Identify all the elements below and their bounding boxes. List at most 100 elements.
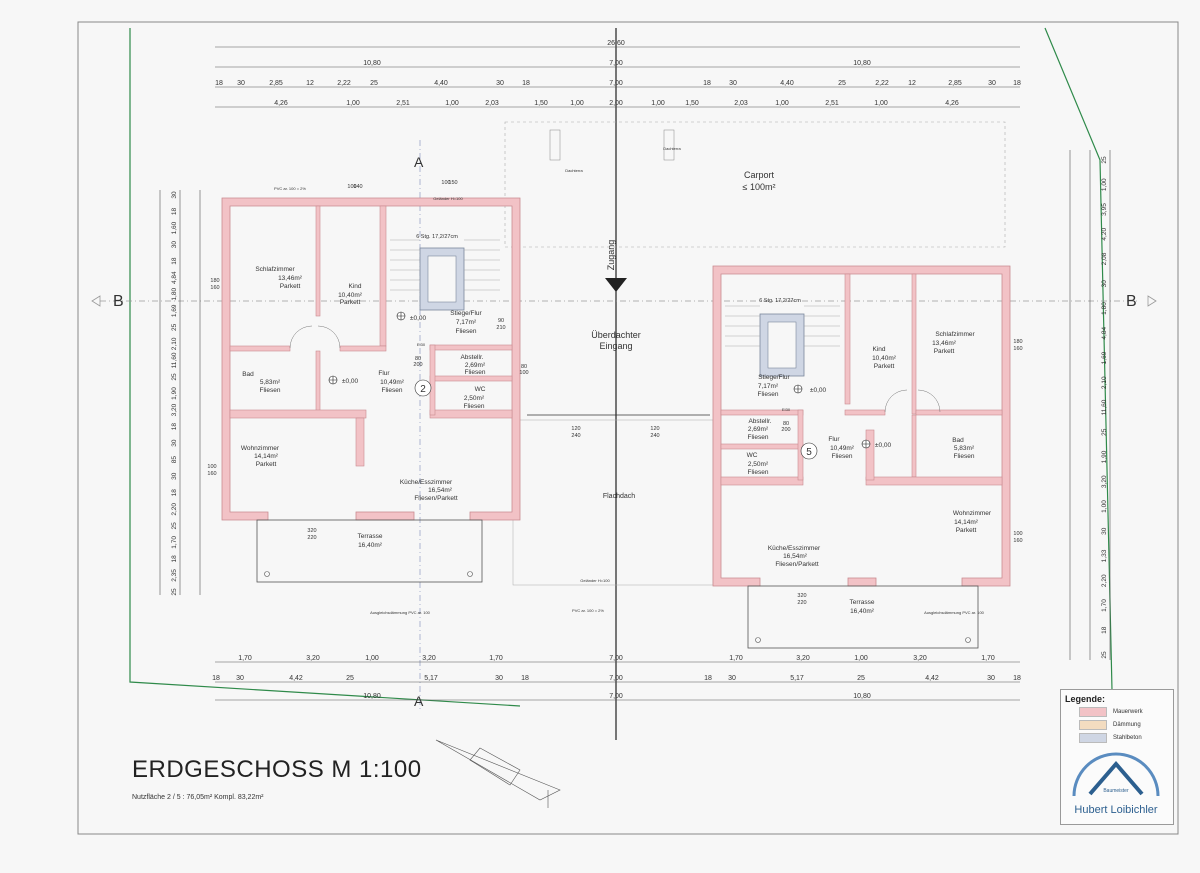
room-left-flur: Flur: [378, 370, 390, 377]
room-floor: Fliesen: [832, 453, 853, 460]
room-area: 16,40m²: [850, 608, 875, 615]
dim-total-top: 26,60: [607, 40, 625, 47]
dim-value: 1,50: [534, 100, 548, 107]
opening-dim: 200: [781, 427, 790, 433]
flat-roof-label: Flachdach: [603, 493, 635, 500]
vertical-dim-value: 1,80: [1101, 302, 1108, 315]
legend-swatch-masonry: [1079, 707, 1107, 717]
dim-value: 30: [237, 80, 245, 87]
unit-number-right: 5: [806, 447, 812, 458]
section-label-a-bottom: A: [414, 693, 424, 709]
dim-value: 18: [522, 80, 530, 87]
vertical-dim-value: 18: [171, 257, 178, 265]
vertical-dim-value: 3,20: [171, 403, 178, 416]
room-floor: Parkett: [340, 299, 361, 306]
vertical-dim-value: 30: [171, 241, 178, 249]
property-line-left: [129, 28, 521, 707]
stair-note-left: 6 Stg. 17,2/27cm: [416, 234, 458, 240]
dim-value: 12: [306, 80, 314, 87]
dim-value: 30: [988, 80, 996, 87]
legend-label: Mauerwerk: [1113, 709, 1143, 715]
dim-value: 1,50: [685, 100, 699, 107]
vertical-dim-value: 1,90: [171, 387, 178, 400]
vertical-dim-value: 18: [171, 555, 178, 563]
vertical-dim-value: 1,60: [171, 221, 178, 234]
room-area: 2,69m²: [465, 362, 486, 369]
vertical-dim-value: 1,69: [171, 304, 178, 317]
room-area: 2,50m²: [464, 395, 485, 402]
room-area: 13,46m²: [932, 340, 957, 347]
note-railing: Geländer H=100: [433, 196, 463, 201]
legend-label: Dämmung: [1113, 722, 1141, 728]
unit-right: Schlafzimmer 13,46m² Parkett Kind 10,40m…: [712, 265, 1011, 649]
legend: Legende: Mauerwerk Dämmung Stahlbeton: [1060, 689, 1174, 825]
opening-dim: 100: [1013, 531, 1022, 537]
dim-value: 3,20: [306, 655, 320, 662]
opening-dim: 210: [496, 325, 505, 331]
dim-value: 3,20: [913, 655, 927, 662]
vertical-dim-value: 25: [171, 373, 178, 381]
dim-value: 4,42: [289, 675, 303, 682]
opening-dim: 180: [1013, 339, 1022, 345]
opening-dim: 180: [210, 278, 219, 284]
opening-dim: 140: [353, 184, 362, 190]
vertical-dim-value: 2,10: [171, 337, 178, 350]
room-area: 2,69m²: [748, 426, 769, 433]
room-floor: Fliesen: [260, 387, 281, 394]
vertical-dim-value: 25: [1101, 428, 1108, 436]
vertical-dim-value: 30: [171, 439, 178, 447]
legend-item: Mauerwerk: [1079, 707, 1173, 717]
opening-dim: 100: [207, 464, 216, 470]
room-area: 7,17m²: [456, 319, 477, 326]
room-right-wohnzimmer: Wohnzimmer: [953, 510, 992, 517]
vertical-dim-value: 4,20: [1101, 228, 1108, 241]
carport-area: ≤ 100m²: [743, 182, 776, 192]
dim-total-center-bottom: 7,00: [609, 693, 623, 700]
vertical-dim-value: 4,84: [1101, 327, 1108, 340]
dim-value: 4,40: [780, 80, 794, 87]
sheet-frame: [77, 21, 1179, 835]
note-dachterra: Dachterra: [565, 168, 583, 173]
room-floor: Parkett: [934, 348, 955, 355]
opening-dim: 240: [650, 433, 659, 439]
dim-value: 2,85: [269, 80, 283, 87]
vertical-dim-value: 18: [171, 423, 178, 431]
room-floor: Fliesen: [748, 469, 769, 476]
vertical-dim-value: 18: [1101, 626, 1108, 634]
room-floor: Parkett: [280, 283, 301, 290]
room-floor: Fliesen/Parkett: [414, 495, 458, 502]
dim-value: 2,00: [609, 100, 623, 107]
room-right-kind: Kind: [872, 346, 885, 353]
room-right-wc: WC: [747, 452, 758, 459]
legend-item: Stahlbeton: [1079, 733, 1173, 743]
dim-value: 1,00: [651, 100, 665, 107]
vertical-dim-value: 3,95: [1101, 203, 1108, 216]
property-line-right: [1044, 27, 1113, 691]
dimension-lines-bottom: [215, 661, 1020, 701]
opening-dim: 160: [210, 285, 219, 291]
logo-name: Hubert Loibichler: [1074, 804, 1158, 816]
room-floor: Fliesen: [954, 453, 975, 460]
dim-value: 7,00: [609, 675, 623, 682]
flat-roof-outline: [512, 419, 714, 586]
note-insulation: Ausgleichsdämmung PVC ar. 100: [370, 610, 431, 615]
unit-number-left: 2: [420, 384, 426, 395]
terrace-right: [747, 585, 979, 649]
opening-dim: 160: [1013, 538, 1022, 544]
dim-value: 30: [987, 675, 995, 682]
dim-value: 2,03: [485, 100, 499, 107]
dim-value: 4,42: [925, 675, 939, 682]
dim-value: 2,51: [396, 100, 410, 107]
logo-profession: Baumeister: [1103, 788, 1129, 794]
dim-value: 3,20: [422, 655, 436, 662]
level-mark-right-1: ±0,00: [810, 387, 827, 394]
dim-total-left-bottom: 10,80: [363, 693, 381, 700]
vertical-dim-value: 30: [1101, 280, 1108, 288]
dim-value: 1,70: [981, 655, 995, 662]
dim-value: 1,00: [445, 100, 459, 107]
north-arrow-icon: [435, 739, 561, 808]
vertical-dim-value: 2,10: [1101, 376, 1108, 389]
vertical-dim-value: 1,69: [1101, 351, 1108, 364]
dim-value: 30: [236, 675, 244, 682]
